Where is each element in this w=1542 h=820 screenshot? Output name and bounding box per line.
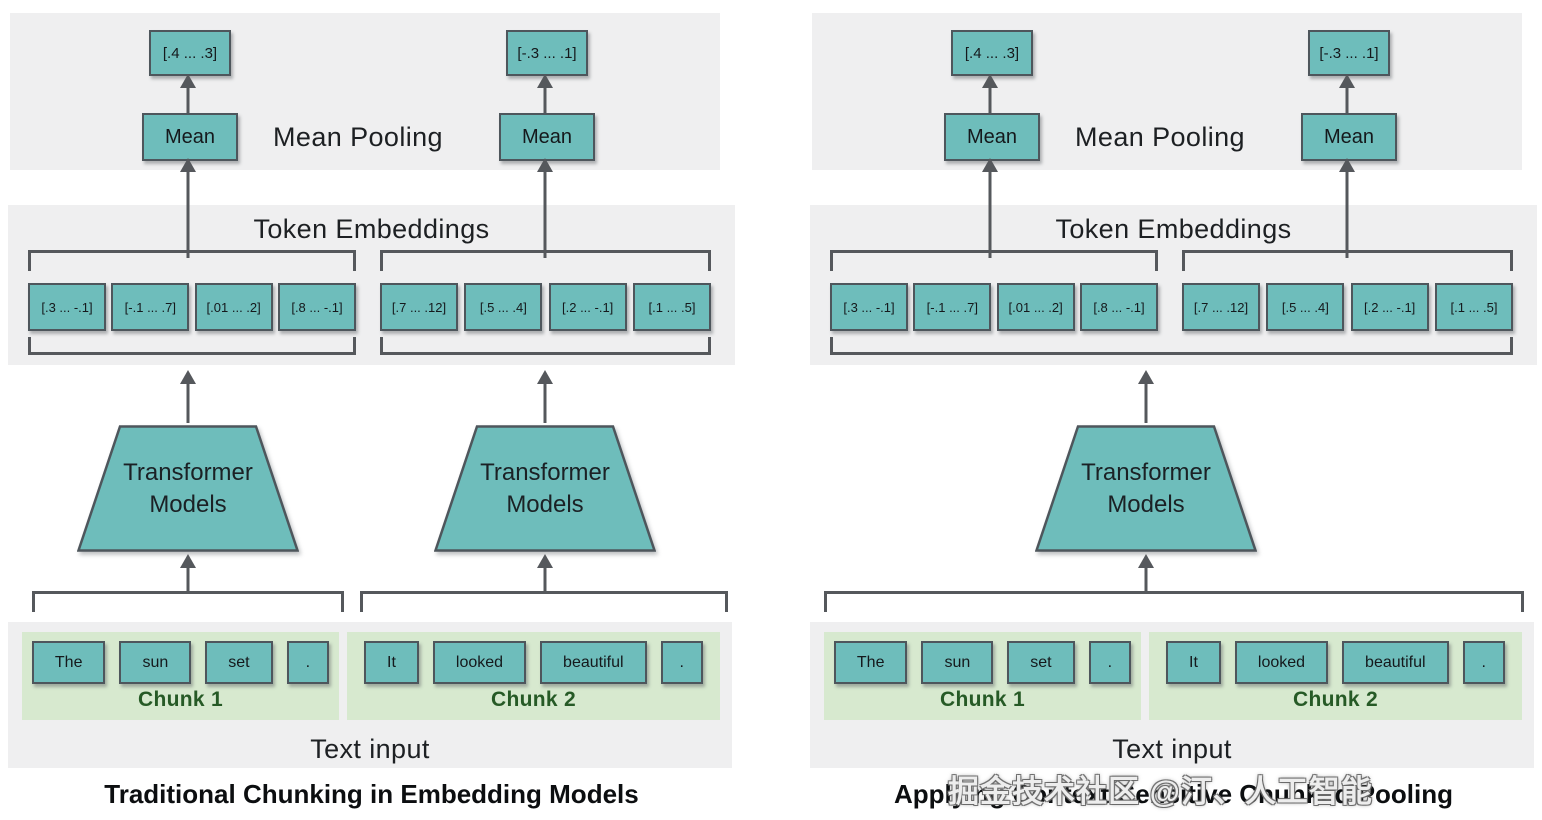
word-box: looked xyxy=(432,641,527,684)
word-box: It xyxy=(1166,641,1221,684)
word-box: sun xyxy=(119,641,192,684)
word-box: set xyxy=(205,641,273,684)
flow-arrow-icon xyxy=(180,74,196,113)
mean-pooling-panel xyxy=(812,13,1522,170)
word-row: It looked beautiful . xyxy=(1166,641,1505,684)
output-vector-box: [.4 ... .3] xyxy=(149,30,231,76)
token-embedding-box: [.5 ... .4] xyxy=(464,283,543,331)
mean-pooling-panel xyxy=(10,13,720,170)
token-embedding-box: [.2 ... -.1] xyxy=(548,283,627,331)
mean-box: Mean xyxy=(1301,113,1397,161)
word-box: . xyxy=(660,641,703,684)
chunk-label: Chunk 1 xyxy=(138,688,223,711)
word-box: set xyxy=(1007,641,1075,684)
token-embedding-box: [.01 ... .2] xyxy=(996,283,1075,331)
token-embeddings-label: Token Embeddings xyxy=(1055,214,1292,244)
mean-box: Mean xyxy=(142,113,238,161)
transformer-label: Transformer Models xyxy=(123,459,253,518)
token-embedding-box: [.2 ... -.1] xyxy=(1350,283,1429,331)
text-input-label: Text input xyxy=(1112,734,1232,764)
watermark: 掘金技术社区 @汀、人工智能 xyxy=(948,774,1373,809)
chunk-container: It looked beautiful . Chunk 2 xyxy=(347,632,720,720)
diagram-title: Applying Context-Sensitive Chunked Pooli… xyxy=(893,779,1454,809)
word-row: The sun set . xyxy=(31,641,330,684)
token-embedding-box: [.5 ... .4] xyxy=(1266,283,1345,331)
token-embedding-group: [.7 ... .12] [.5 ... .4] [.2 ... -.1] [.… xyxy=(380,283,711,331)
token-embedding-box: [.1 ... .5] xyxy=(1434,283,1513,331)
input-chunk-bracket xyxy=(360,591,728,612)
token-embedding-box: [.1 ... .5] xyxy=(632,283,711,331)
input-chunk-bracket xyxy=(824,591,1524,612)
chunk-group-bracket-bottom xyxy=(380,337,711,355)
transformer-trapezoid: Transformer Models xyxy=(77,425,299,552)
chunk-label: Chunk 2 xyxy=(491,688,576,711)
flow-arrow-icon xyxy=(982,74,998,113)
diagram-title: Traditional Chunking in Embedding Models xyxy=(104,779,639,809)
token-embedding-group: [.7 ... .12] [.5 ... .4] [.2 ... -.1] [.… xyxy=(1182,283,1513,331)
token-embedding-box: [.8 ... -.1] xyxy=(1079,283,1158,331)
token-embedding-box: [.7 ... .12] xyxy=(1182,283,1260,331)
mean-pooling-label: Mean Pooling xyxy=(273,122,443,152)
output-vector-box: [-.3 ... .1] xyxy=(506,30,588,76)
word-box: It xyxy=(364,641,419,684)
chunk-label: Chunk 2 xyxy=(1293,688,1378,711)
word-box: The xyxy=(31,641,106,684)
flow-arrow-icon xyxy=(537,370,553,423)
output-vector-box: [.4 ... .3] xyxy=(951,30,1033,76)
chunk-group-bracket-bottom xyxy=(28,337,356,355)
word-box: beautiful xyxy=(1342,641,1449,684)
diagram-traditional-chunking: [.4 ... .3] [-.3 ... .1] Mean Mean Mean … xyxy=(8,0,735,820)
flow-arrow-icon xyxy=(537,554,553,591)
token-embedding-box: [.3 ... -.1] xyxy=(830,283,908,331)
word-box: The xyxy=(833,641,908,684)
transformer-trapezoid: Transformer Models xyxy=(434,425,656,552)
chunk-container: The sun set . Chunk 1 xyxy=(22,632,339,720)
chunk-label: Chunk 1 xyxy=(940,688,1025,711)
merged-bracket-bottom xyxy=(830,337,1513,355)
word-box: . xyxy=(286,641,330,684)
diagram-context-sensitive-pooling: [.4 ... .3] [-.3 ... .1] Mean Mean Mean … xyxy=(810,0,1537,820)
chunk-group-bracket-top xyxy=(28,250,356,271)
flow-arrow-icon xyxy=(1138,370,1154,423)
chunk-container: The sun set . Chunk 1 xyxy=(824,632,1141,720)
token-embedding-box: [.3 ... -.1] xyxy=(28,283,106,331)
flow-arrow-icon xyxy=(537,74,553,113)
input-chunk-bracket xyxy=(32,591,344,612)
mean-pooling-label: Mean Pooling xyxy=(1075,122,1245,152)
word-row: The sun set . xyxy=(833,641,1132,684)
word-box: looked xyxy=(1234,641,1329,684)
mean-box: Mean xyxy=(944,113,1040,161)
token-embedding-box: [.01 ... .2] xyxy=(194,283,273,331)
token-embeddings-label: Token Embeddings xyxy=(253,214,490,244)
flow-arrow-icon xyxy=(1339,74,1355,113)
token-embedding-group: [.3 ... -.1] [-.1 ... .7] [.01 ... .2] [… xyxy=(28,283,356,331)
token-embedding-box: [-.1 ... .7] xyxy=(913,283,992,331)
word-box: sun xyxy=(921,641,994,684)
output-vector-box: [-.3 ... .1] xyxy=(1308,30,1390,76)
chunk-container: It looked beautiful . Chunk 2 xyxy=(1149,632,1522,720)
flow-arrow-icon xyxy=(1138,554,1154,591)
chunk-group-bracket-top xyxy=(380,250,711,271)
token-embedding-box: [.8 ... -.1] xyxy=(277,283,356,331)
transformer-trapezoid: Transformer Models xyxy=(1035,425,1257,552)
flow-arrow-icon xyxy=(180,370,196,423)
token-embedding-box: [-.1 ... .7] xyxy=(111,283,190,331)
transformer-label: Transformer Models xyxy=(1081,459,1211,518)
token-embedding-group: [.3 ... -.1] [-.1 ... .7] [.01 ... .2] [… xyxy=(830,283,1158,331)
word-row: It looked beautiful . xyxy=(364,641,703,684)
mean-box: Mean xyxy=(499,113,595,161)
chunk-group-bracket-top xyxy=(830,250,1158,271)
transformer-label: Transformer Models xyxy=(480,459,610,518)
word-box: beautiful xyxy=(540,641,647,684)
word-box: . xyxy=(1088,641,1132,684)
token-embedding-box: [.7 ... .12] xyxy=(380,283,458,331)
flow-arrow-icon xyxy=(180,554,196,591)
word-box: . xyxy=(1462,641,1505,684)
chunk-group-bracket-top xyxy=(1182,250,1513,271)
text-input-label: Text input xyxy=(310,734,430,764)
